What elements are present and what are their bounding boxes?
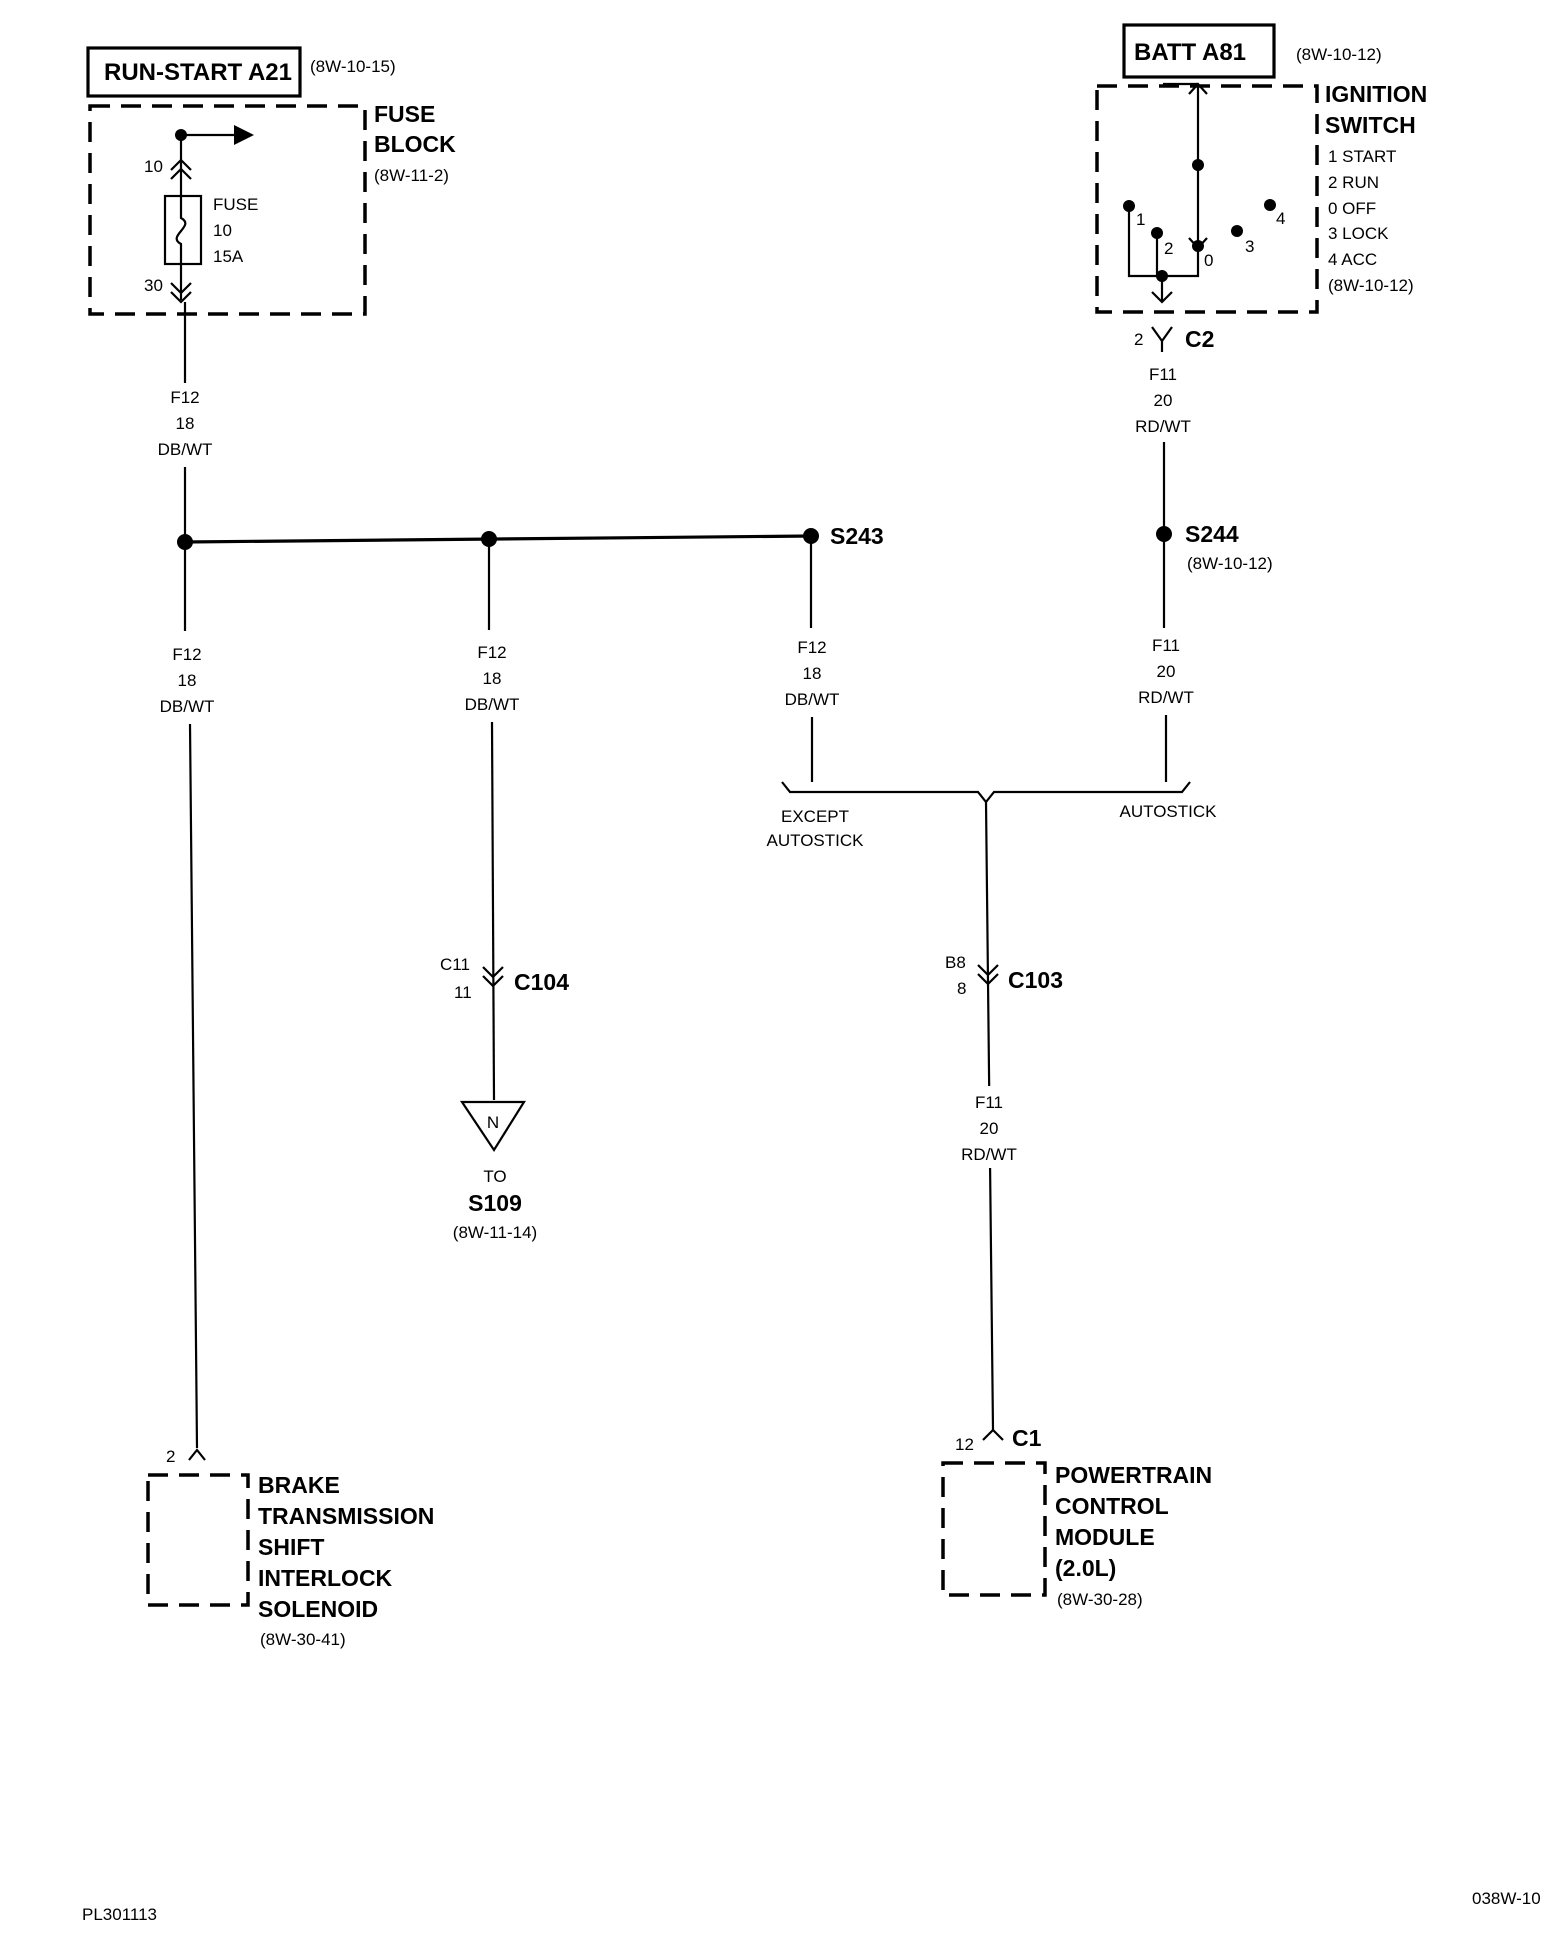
switch-label-1: 1 bbox=[1136, 210, 1145, 229]
c1-name: C1 bbox=[1012, 1425, 1042, 1451]
batt-ref: (8W-10-12) bbox=[1296, 45, 1382, 64]
fuse-10-icon bbox=[163, 194, 203, 266]
ignition-switch-outline bbox=[1095, 84, 1319, 314]
ignition-title-2: SWITCH bbox=[1325, 112, 1416, 138]
wire-f12-top-gauge: 18 bbox=[176, 414, 195, 433]
c103-pin-a: B8 bbox=[945, 953, 966, 972]
fuse-block-title-2: BLOCK bbox=[374, 131, 456, 157]
wire-f11-bottom-circuit: F11 bbox=[975, 1093, 1003, 1112]
wire-f12-s243-gauge: 18 bbox=[803, 664, 822, 683]
ignition-pos-1: 1 START bbox=[1328, 147, 1396, 166]
run-start-label: RUN-START A21 bbox=[104, 59, 292, 86]
switch-common-dot bbox=[1192, 159, 1204, 171]
brake-line-4: INTERLOCK bbox=[258, 1565, 393, 1591]
wire-f11-top-gauge: 20 bbox=[1154, 391, 1173, 410]
switch-label-2: 2 bbox=[1164, 239, 1173, 258]
pcm-line-2: CONTROL bbox=[1055, 1493, 1169, 1519]
wire-f12-s243-color: DB/WT bbox=[785, 690, 840, 709]
option-brace bbox=[781, 781, 1191, 804]
wire-f11-top-color: RD/WT bbox=[1135, 417, 1191, 436]
to-s109-name: S109 bbox=[468, 1190, 522, 1216]
bus-wire bbox=[184, 534, 812, 544]
to-s109-symbol: N bbox=[487, 1113, 499, 1132]
splice-s244-ref: (8W-10-12) bbox=[1187, 554, 1273, 573]
fuse-pin-in: 10 bbox=[144, 157, 163, 176]
to-s109-triangle-icon bbox=[459, 1100, 526, 1153]
wire-f12-mid-circuit: F12 bbox=[477, 643, 506, 662]
fuse-label-2: 10 bbox=[213, 221, 232, 240]
switch-contact-4 bbox=[1264, 199, 1276, 211]
c2-pin: 2 bbox=[1134, 330, 1143, 349]
run-start-ref: (8W-10-15) bbox=[310, 57, 396, 76]
c104-pin-b: 11 bbox=[454, 983, 472, 1002]
switch-label-0: 0 bbox=[1204, 251, 1213, 270]
option-except-1: EXCEPT bbox=[781, 807, 849, 826]
pcm-ref: (8W-30-28) bbox=[1057, 1590, 1143, 1609]
ignition-pos-4: 3 LOCK bbox=[1328, 224, 1389, 243]
fuse-block-title-1: FUSE bbox=[374, 101, 435, 127]
pcm-line-3: MODULE bbox=[1055, 1524, 1155, 1550]
wire-f11-top-circuit: F11 bbox=[1149, 365, 1177, 384]
c103-pin-b: 8 bbox=[957, 979, 966, 998]
switch-label-3: 3 bbox=[1245, 237, 1254, 256]
splice-s243: S243 bbox=[830, 523, 884, 549]
wire-f11-s244-color: RD/WT bbox=[1138, 688, 1194, 707]
fuse-block-ref: (8W-11-2) bbox=[374, 166, 449, 185]
fuse-label-1: FUSE bbox=[213, 195, 258, 214]
wire-f12-top-circuit: F12 bbox=[170, 388, 199, 407]
brake-ref: (8W-30-41) bbox=[260, 1630, 346, 1649]
batt-box bbox=[1122, 23, 1276, 79]
wire-f12-mid-color: DB/WT bbox=[465, 695, 520, 714]
wire-f11-bottom-color: RD/WT bbox=[961, 1145, 1017, 1164]
switch-label-4: 4 bbox=[1276, 209, 1285, 228]
c104-pin-a: C11 bbox=[440, 955, 470, 974]
switch-contact-3 bbox=[1231, 225, 1243, 237]
c104-name: C104 bbox=[514, 969, 569, 995]
footer-left: PL301113 bbox=[82, 1905, 157, 1924]
brake-solenoid-outline bbox=[146, 1473, 250, 1607]
wire-f11-s244-circuit: F11 bbox=[1152, 636, 1180, 655]
ignition-title-1: IGNITION bbox=[1325, 81, 1427, 107]
fuse-label-3: 15A bbox=[213, 247, 244, 266]
brake-line-1: BRAKE bbox=[258, 1472, 340, 1498]
brake-line-2: TRANSMISSION bbox=[258, 1503, 434, 1529]
splice-s244: S244 bbox=[1185, 521, 1239, 547]
fuse-pin-out: 30 bbox=[144, 276, 163, 295]
pcm-line-4: (2.0L) bbox=[1055, 1555, 1116, 1581]
ignition-ref: (8W-10-12) bbox=[1328, 276, 1414, 295]
c103-name: C103 bbox=[1008, 967, 1063, 993]
wire-f11-bottom-gauge: 20 bbox=[980, 1119, 999, 1138]
option-autostick: AUTOSTICK bbox=[1120, 802, 1218, 821]
pcm-line-1: POWERTRAIN bbox=[1055, 1462, 1212, 1488]
to-s109-to: TO bbox=[483, 1167, 506, 1186]
c1-pin: 12 bbox=[955, 1435, 974, 1454]
wire-f12-s243-circuit: F12 bbox=[797, 638, 826, 657]
wire-f12-left bbox=[188, 723, 199, 1449]
run-start-box bbox=[86, 46, 302, 98]
option-except-2: AUTOSTICK bbox=[767, 831, 865, 850]
ignition-pos-5: 4 ACC bbox=[1328, 250, 1377, 269]
wire-f12-left-circuit: F12 bbox=[172, 645, 201, 664]
ignition-pos-2: 2 RUN bbox=[1328, 173, 1379, 192]
feed-arrow-icon bbox=[234, 125, 254, 145]
brake-pin: 2 bbox=[166, 1447, 175, 1466]
brake-line-3: SHIFT bbox=[258, 1534, 324, 1560]
fuse-block-outline bbox=[88, 104, 367, 316]
wire-f12-top-color: DB/WT bbox=[158, 440, 213, 459]
wire-f12-left-gauge: 18 bbox=[178, 671, 197, 690]
footer-right: 038W-10 bbox=[1472, 1889, 1541, 1908]
c2-name: C2 bbox=[1185, 326, 1214, 352]
to-s109-ref: (8W-11-14) bbox=[453, 1223, 537, 1242]
pcm-outline bbox=[941, 1461, 1047, 1597]
wire-f11-s244-gauge: 20 bbox=[1157, 662, 1176, 681]
brake-line-5: SOLENOID bbox=[258, 1596, 378, 1622]
batt-label: BATT A81 bbox=[1134, 39, 1246, 66]
wire-f12-mid-gauge: 18 bbox=[483, 669, 502, 688]
wire-f12-mid bbox=[490, 721, 496, 1101]
wire-f12-left-color: DB/WT bbox=[160, 697, 215, 716]
ignition-pos-3: 0 OFF bbox=[1328, 199, 1376, 218]
